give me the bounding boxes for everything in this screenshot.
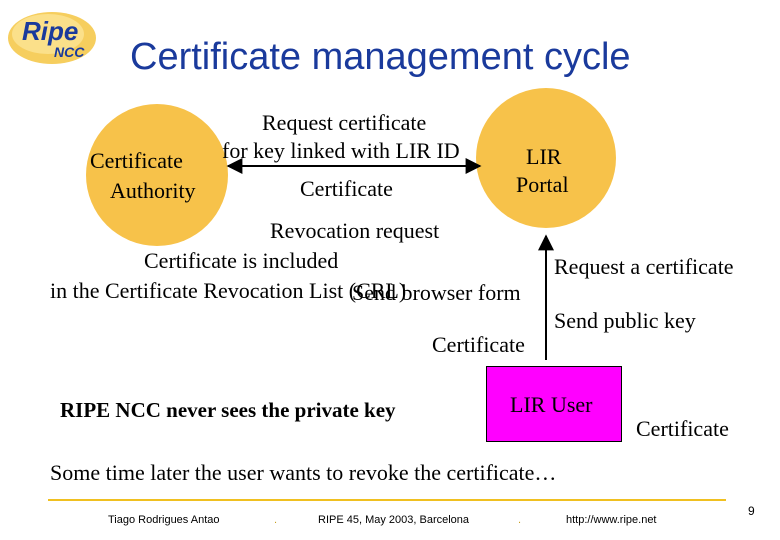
- certificate-mid-label: Certificate: [432, 332, 525, 357]
- lir-user-label: LIR User: [510, 392, 593, 417]
- revocation-request-label: Revocation request: [270, 218, 440, 243]
- ripe-ncc-logo-icon: [8, 12, 96, 64]
- private-key-note: RIPE NCC never sees the private key: [60, 398, 396, 422]
- certificate-right-label: Certificate: [636, 416, 729, 441]
- logo-subword: NCC: [54, 44, 85, 60]
- footer-separator-1: .: [274, 514, 278, 526]
- bottom-note: Some time later the user wants to revoke…: [50, 460, 557, 485]
- crl-line1: Certificate is included: [144, 248, 339, 273]
- footer-separator-2: .: [518, 514, 522, 526]
- slide-title: Certificate management cycle: [130, 36, 631, 78]
- ca-label-line1: Certificate: [90, 148, 183, 173]
- footer-url: http://www.ripe.net: [566, 514, 657, 526]
- portal-label-line2: Portal: [516, 172, 569, 197]
- lir-portal-circle: [476, 88, 616, 228]
- ca-label-line2: Authority: [110, 178, 196, 203]
- send-browser-form-label: Send browser form: [352, 280, 521, 305]
- logo-wordmark: Ripe: [22, 16, 79, 46]
- lir-user-box: [486, 366, 622, 442]
- footer-event: RIPE 45, May 2003, Barcelona: [318, 514, 470, 526]
- page-number: 9: [748, 504, 755, 518]
- request-certificate-line2: for key linked with LIR ID: [222, 138, 460, 163]
- certificate-authority-circle: [86, 104, 228, 246]
- portal-label-line1: LIR: [526, 144, 562, 169]
- certificate-top-label: Certificate: [300, 176, 393, 201]
- request-certificate-line1: Request certificate: [262, 110, 427, 135]
- crl-line2: in the Certificate Revocation List (CRL): [50, 278, 407, 303]
- request-a-certificate-label: Request a certificate: [554, 254, 734, 279]
- footer-author: Tiago Rodrigues Antao: [108, 514, 220, 526]
- send-public-key-label: Send public key: [554, 308, 696, 333]
